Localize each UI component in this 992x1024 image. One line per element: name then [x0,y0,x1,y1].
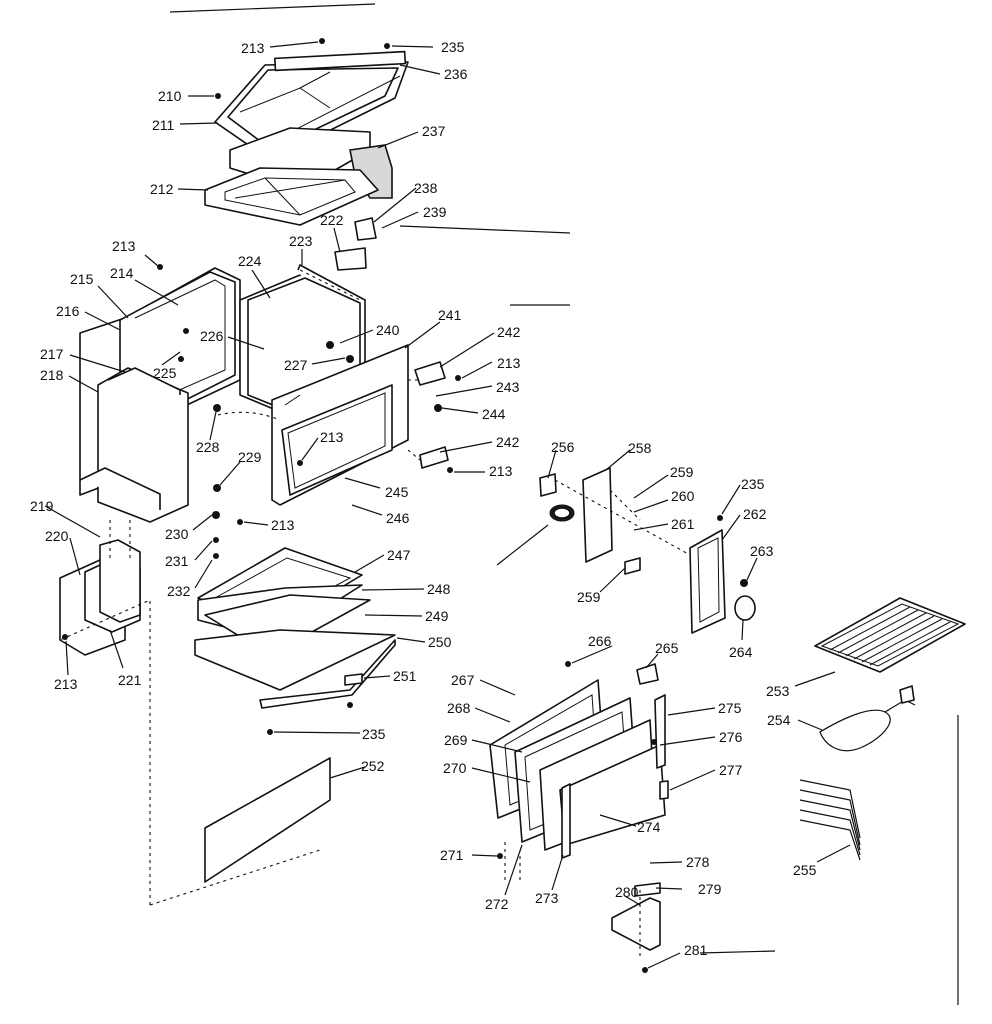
callout-226: 226 [200,328,224,344]
callout-255: 255 [793,862,817,878]
callout-246: 246 [386,510,410,526]
fasteners [62,38,748,973]
callout-259: 259 [670,464,694,480]
callout-263: 263 [750,543,774,559]
leader-lines [44,41,851,969]
callout-248: 248 [427,581,451,597]
callout-278: 278 [686,854,710,870]
callout-245: 245 [385,484,409,500]
callout-210: 210 [158,88,182,104]
callout-275: 275 [718,700,742,716]
oven-door-assembly [489,663,669,859]
callout-221: 221 [118,672,142,688]
callout-242: 242 [497,324,521,340]
callout-235: 235 [441,39,465,55]
callout-240: 240 [376,322,400,338]
callout-279: 279 [698,881,722,897]
callout-232: 232 [167,583,191,599]
oven-accessories [611,597,966,951]
callout-272: 272 [485,896,509,912]
callout-241: 241 [438,307,462,323]
callout-243: 243 [496,379,520,395]
callout-270: 270 [443,760,467,776]
callout-276: 276 [719,729,743,745]
callout-250: 250 [428,634,452,650]
callout-236: 236 [444,66,468,82]
callout-230: 230 [165,526,189,542]
callout-215: 215 [70,271,94,287]
callout-254: 254 [767,712,791,728]
callout-238: 238 [414,180,438,196]
callout-267: 267 [451,672,475,688]
callout-252: 252 [361,758,385,774]
cooktop-top-assembly [204,50,409,271]
callout-253: 253 [766,683,790,699]
callout-229: 229 [238,449,262,465]
callout-213: 213 [54,676,78,692]
callout-216: 216 [56,303,80,319]
callout-281: 281 [684,942,708,958]
callout-277: 277 [719,762,743,778]
callout-213: 213 [320,429,344,445]
callout-213: 213 [112,238,136,254]
callout-249: 249 [425,608,449,624]
callout-259: 259 [577,589,601,605]
callout-244: 244 [482,406,506,422]
callout-239: 239 [423,204,447,220]
callout-268: 268 [447,700,471,716]
callout-219: 219 [30,498,54,514]
alignment-lines [59,269,691,960]
callout-274: 274 [637,819,661,835]
callout-227: 227 [284,357,308,373]
callout-231: 231 [165,553,189,569]
callout-266: 266 [588,633,612,649]
callout-labels: 213 235 236 210 211 237 212 238 239 222 … [30,39,817,958]
callout-251: 251 [393,668,417,684]
callout-237: 237 [422,123,446,139]
callout-260: 260 [671,488,695,504]
oven-bottom-assembly [194,547,396,883]
callout-218: 218 [40,367,64,383]
callout-261: 261 [671,516,695,532]
callout-262: 262 [743,506,767,522]
callout-242: 242 [496,434,520,450]
callout-264: 264 [729,644,753,660]
callout-222: 222 [320,212,344,228]
left-side-panel-assembly [59,267,241,656]
oven-cavity-panels [239,264,449,506]
callout-217: 217 [40,346,64,362]
callout-213: 213 [489,463,513,479]
callout-212: 212 [150,181,174,197]
callout-271: 271 [440,847,464,863]
control-panel-components [496,467,756,634]
callout-235: 235 [362,726,386,742]
callout-256: 256 [551,439,575,455]
callout-213: 213 [271,517,295,533]
callout-224: 224 [238,253,262,269]
callout-273: 273 [535,890,559,906]
callout-220: 220 [45,528,69,544]
callout-213: 213 [497,355,521,371]
callout-265: 265 [655,640,679,656]
callout-213: 213 [241,40,265,56]
callout-225: 225 [153,365,177,381]
callout-258: 258 [628,440,652,456]
callout-223: 223 [289,233,313,249]
callout-235: 235 [741,476,765,492]
callout-214: 214 [110,265,134,281]
callout-269: 269 [444,732,468,748]
scan-lines [169,3,959,1005]
callout-247: 247 [387,547,411,563]
callout-280: 280 [615,884,639,900]
callout-228: 228 [196,439,220,455]
callout-211: 211 [152,117,175,133]
